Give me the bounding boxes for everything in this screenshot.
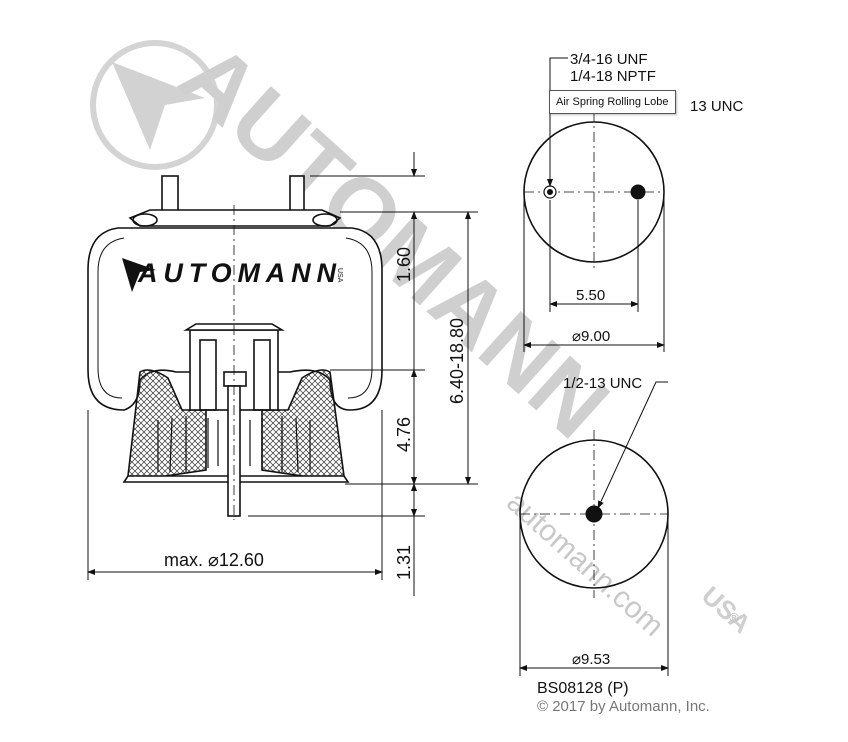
thread-label-unc-bottom: 1/2-13 UNC: [563, 375, 642, 392]
part-number: BS08128 (P): [537, 680, 629, 697]
bellow-inner-right: [345, 237, 373, 399]
bellow-brand-mark: USA: [336, 268, 343, 283]
side-view: [87, 175, 383, 520]
dim-max-diameter: max. ⌀12.60: [164, 550, 264, 570]
bead-ring-left: [132, 213, 158, 227]
dim-bottom-diameter: ⌀9.53: [572, 651, 610, 668]
watermark-mark: USA: [696, 580, 757, 639]
watermark-triangle-icon: [112, 62, 205, 150]
copyright: © 2017 by Automann, Inc.: [537, 698, 710, 715]
side-dimensions: [87, 152, 478, 596]
thread-label-nptf: 1/4-18 NPTF: [570, 68, 656, 85]
tooltip: Air Spring Rolling Lobe: [549, 90, 676, 114]
dim-height-top: 1.60: [394, 247, 414, 282]
dim-top-diameter: ⌀9.00: [572, 328, 610, 345]
dim-height-piston: 4.76: [394, 417, 414, 452]
center-tube-right: [253, 339, 271, 411]
bottom-view: [519, 381, 669, 676]
registered-mark: ®: [728, 611, 740, 625]
bead-plate: [128, 209, 342, 227]
bottom-stud-hole: [585, 505, 603, 523]
dim-height-range: 6.40-18.80: [447, 318, 467, 404]
dim-height-stud: 1.31: [394, 545, 414, 580]
bellow-logo: AUTOMANN USA: [122, 258, 343, 292]
bellow: [87, 227, 383, 411]
piston-ribs: [157, 416, 311, 473]
bottom-nut: [223, 371, 247, 387]
logo-triangle-icon: [122, 258, 156, 292]
thread-label-uns: 3/4-16 UNF: [570, 51, 648, 68]
watermark-ring: [90, 40, 220, 170]
watermark-url: automann.com: [500, 486, 670, 643]
bellow-brand-text: AUTOMANN: [137, 258, 337, 288]
dim-stud-spacing: 5.50: [576, 287, 605, 304]
top-stud-hole: [630, 184, 646, 200]
bellow-inner: [97, 237, 125, 399]
center-tube-left: [199, 339, 217, 411]
bead-ring-right: [312, 213, 338, 227]
thread-label-unc-top: 13 UNC: [690, 98, 744, 115]
top-view: [523, 57, 665, 352]
